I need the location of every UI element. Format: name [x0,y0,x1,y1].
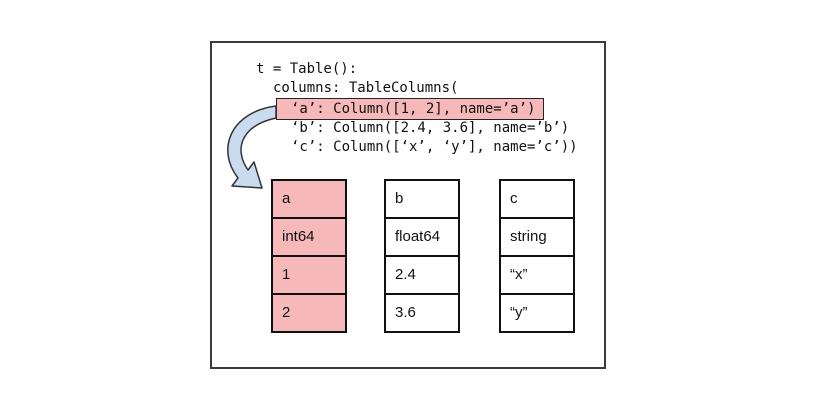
column-a-name: a [271,179,347,219]
column-a-value-2: 2 [271,293,347,333]
column-b-value-1: 2.4 [384,255,460,295]
code-line-3: ‘a’: Column([1, 2], name=’a’) [291,101,536,117]
column-b-name: b [384,179,460,219]
code-line-5: ‘c’: Column([‘x’, ‘y’], name=’c’)) [291,139,578,155]
code-line-2: columns: TableColumns( [273,80,459,96]
column-c-value-2: “y” [499,293,575,333]
code-line-1: t = Table(): [256,61,358,77]
column-c-dtype: string [499,217,575,257]
column-a-value-1: 1 [271,255,347,295]
column-a-dtype: int64 [271,217,347,257]
column-b-dtype: float64 [384,217,460,257]
column-b-value-2: 3.6 [384,293,460,333]
code-line-4: ‘b’: Column([2.4, 3.6], name=’b’) [291,120,570,136]
column-c-value-1: “x” [499,255,575,295]
column-c-name: c [499,179,575,219]
